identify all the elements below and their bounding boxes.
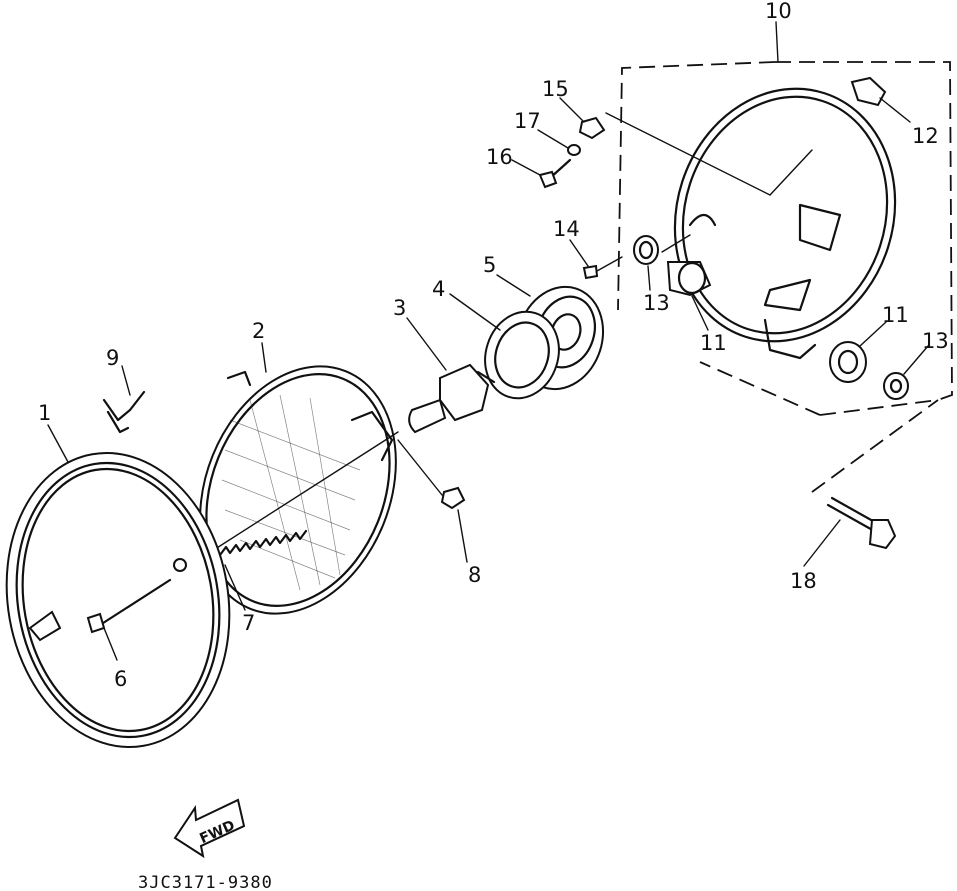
part-10-headlight-housing: [605, 61, 953, 416]
leader-lines: [47, 21, 929, 661]
callout-3: 3: [393, 296, 406, 320]
fwd-arrow-icon: FWD: [173, 798, 246, 859]
part-3-bulb: [408, 363, 496, 434]
diagram-code: 3JC3171-9380: [138, 873, 273, 891]
part-2-lens-unit: [199, 365, 397, 615]
part-13-grommet-right: [883, 372, 909, 400]
part-15-nut: [578, 116, 606, 140]
part-18-bolt: [811, 399, 939, 550]
callout-11-left: 11: [700, 331, 727, 355]
part-16-bolt: [538, 158, 572, 189]
callout-12: 12: [912, 124, 939, 148]
part-11-damper-right: [829, 341, 867, 383]
callout-labels: 1 2 3 4 5 6 7 8 9 10 11 11 12 13 13 14 1…: [38, 0, 949, 691]
part-9-clip: [102, 390, 146, 434]
part-7-adjust-spring: [197, 431, 399, 561]
callout-16: 16: [486, 145, 513, 169]
callout-1: 1: [38, 401, 51, 425]
part-4-ring: [484, 310, 560, 400]
callout-13-left: 13: [643, 291, 670, 315]
callout-18: 18: [790, 569, 817, 593]
part-17-washer: [567, 144, 581, 156]
callout-8: 8: [468, 563, 481, 587]
callout-15: 15: [542, 77, 569, 101]
callout-7: 7: [242, 611, 255, 635]
callout-10: 10: [765, 0, 792, 23]
part-14-screw: [582, 256, 623, 280]
callout-4: 4: [432, 277, 445, 301]
part-1-rim: [5, 452, 231, 748]
callout-6: 6: [114, 667, 127, 691]
part-12-clip: [850, 76, 911, 123]
part-8-nut: [397, 439, 466, 510]
part-11-damper-left: [666, 261, 712, 297]
callout-5: 5: [483, 253, 496, 277]
part-13-grommet-left: [633, 234, 691, 265]
callout-2: 2: [252, 319, 265, 343]
callout-13-right: 13: [922, 329, 949, 353]
callout-9: 9: [106, 346, 119, 370]
callout-11-right: 11: [882, 303, 909, 327]
callout-17: 17: [514, 109, 541, 133]
callout-14: 14: [553, 217, 580, 241]
